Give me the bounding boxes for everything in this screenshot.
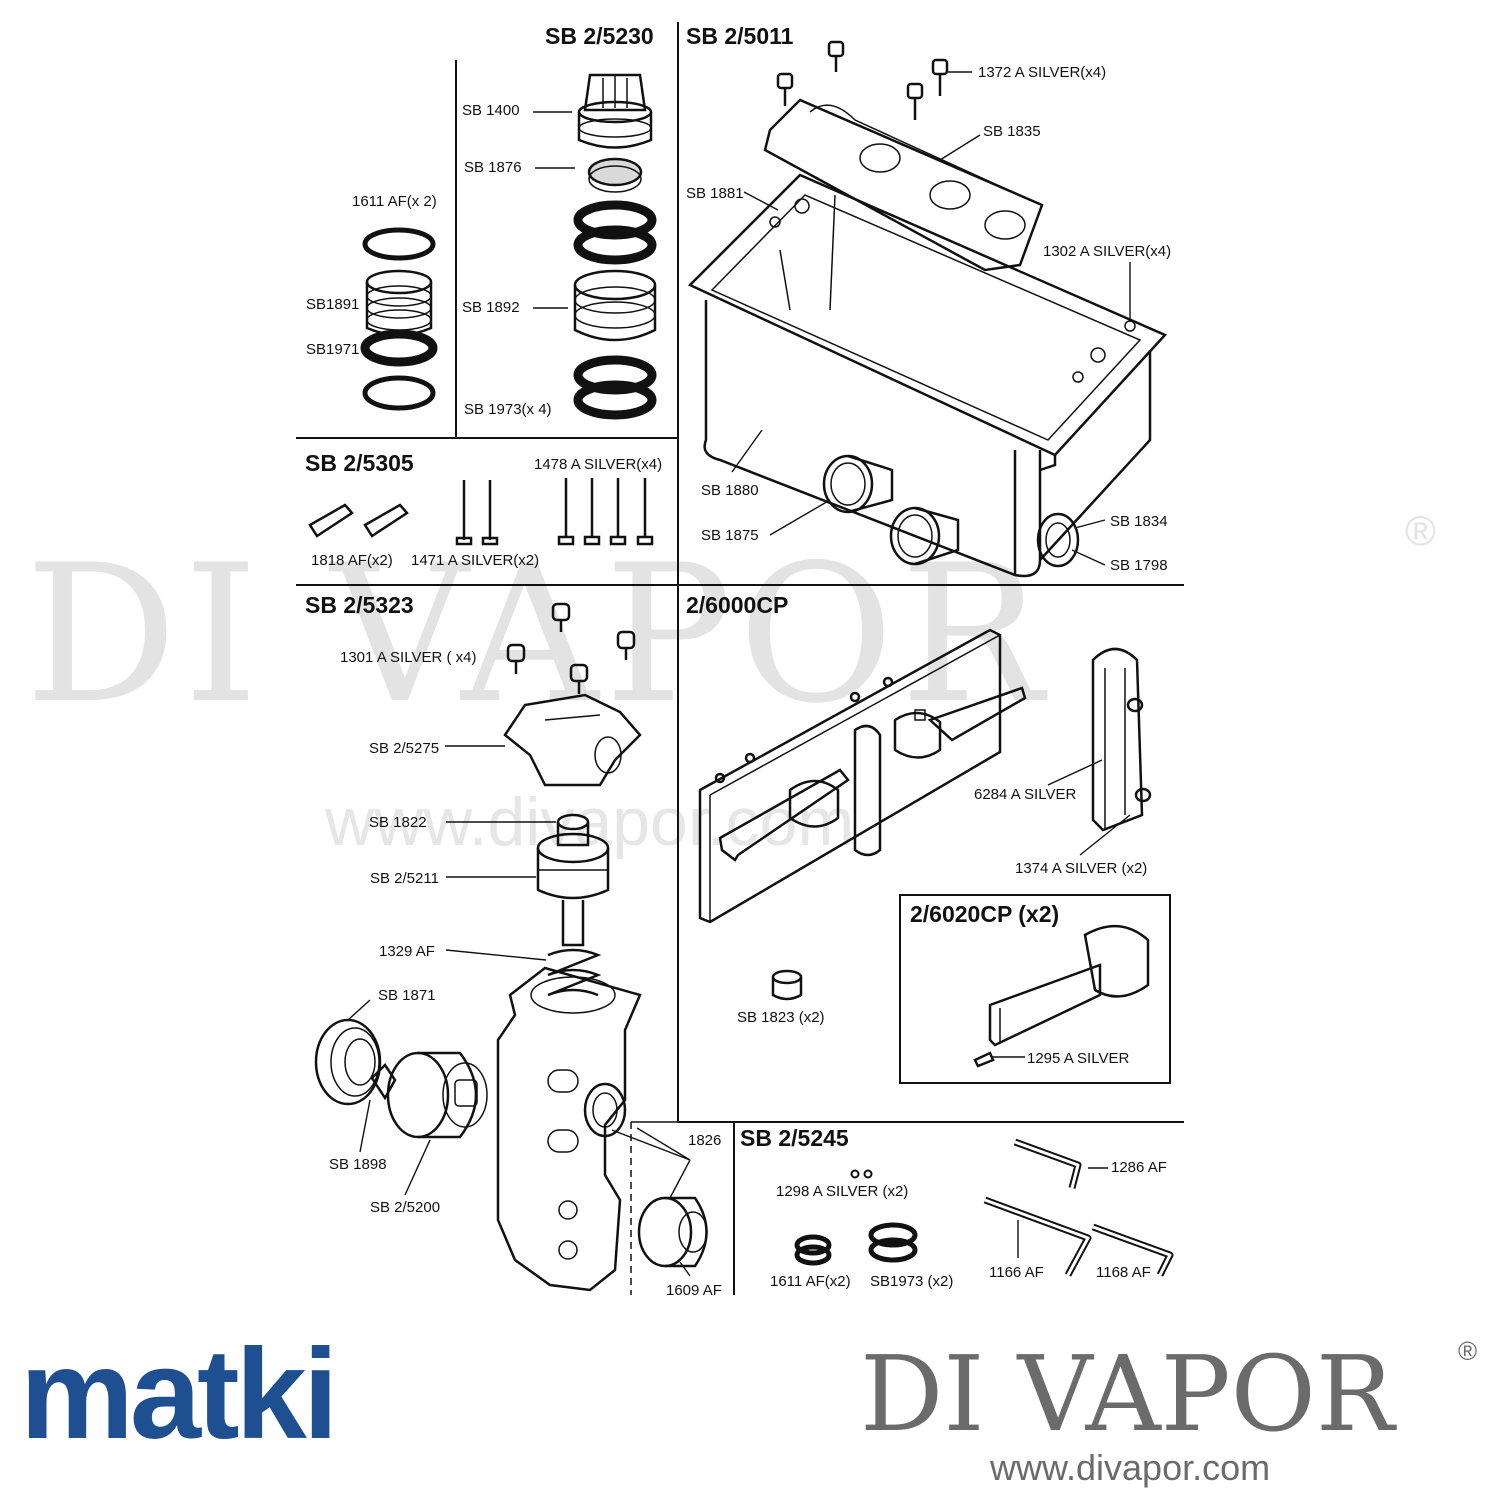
label-1478-a-silver: 1478 A SILVER(x4) [534,456,662,473]
label-1372-a-silver: 1372 A SILVER(x4) [978,64,1106,81]
seal-1611-drawing [794,1234,832,1266]
label-sb-1898: SB 1898 [329,1156,387,1173]
label-1166-af: 1166 AF [989,1264,1044,1281]
section-title-sb-2-5230: SB 2/5230 [545,23,654,49]
watermark-registered: ® [1405,507,1436,554]
section-title-sb-2-5011: SB 2/5011 [686,23,794,49]
handle-6284-drawing [1091,647,1152,832]
retailer-logo: DI VAPOR ® www.divapor.com [860,1333,1477,1488]
label-1471-a-silver: 1471 A SILVER(x2) [411,552,539,569]
part-sb-1876-drawing [587,157,643,193]
section-dividers [296,22,1184,1295]
part-sb-2-5211-drawing [536,832,610,947]
label-1298-a-silver: 1298 A SILVER (x2) [776,1183,908,1200]
part-sb-1823-drawing [771,969,803,1001]
label-sb-1834: SB 1834 [1110,513,1168,530]
watermark: DI VAPOR ® www.divapor.com [25,507,1436,860]
part-sb-1871-drawing [314,1018,382,1106]
screws-1478-drawing [557,478,654,546]
label-sb-2-5200: SB 2/5200 [370,1199,440,1216]
label-1168-af: 1168 AF [1096,1264,1151,1281]
label-1329-af: 1329 AF [379,943,435,960]
section-side-kit: 1611 AF(x 2) SB1891 SB1971 [306,193,438,411]
screws-1301-drawing [506,602,636,694]
divapor-registered: ® [1458,1336,1477,1366]
section-title-sb-2-5245: SB 2/5245 [740,1125,849,1151]
part-sb-1875-drawing [822,454,960,566]
matki-logo: matki [20,1323,334,1466]
label-1295-a-silver: 1295 A SILVER [1027,1050,1129,1067]
watermark-text: DI VAPOR [25,524,1049,745]
section-title-sb-2-5323: SB 2/5323 [305,592,414,618]
divapor-logo-text: DI VAPOR [860,1333,1397,1455]
label-sb-1822: SB 1822 [369,814,427,831]
label-sb-1881: SB 1881 [686,185,744,202]
part-sb-1834-drawing [1036,512,1080,568]
label-1818-af: 1818 AF(x2) [311,552,393,569]
label-1611-af: 1611 AF(x 2) [352,193,437,210]
divapor-url: www.divapor.com [989,1447,1270,1488]
section-title-2-6020cp: 2/6020CP (x2) [910,901,1059,927]
part-sb-1880-drawing [687,173,1168,578]
label-sb1971: SB1971 [306,341,359,358]
section-sb-2-5245: SB 2/5245 1286 AF 1298 A SILVER (x2) 116… [740,1125,1174,1290]
label-sb-2-5211: SB 2/5211 [370,870,439,887]
manufacturer-logo: matki [20,1323,338,1466]
spring-1329-drawing [547,948,602,997]
label-1609-af: 1609 AF [666,1282,722,1299]
label-sb-1973: SB 1973(x 4) [464,401,552,418]
label-sb-1880: SB 1880 [701,482,759,499]
label-1286-af: 1286 AF [1111,1159,1167,1176]
wall-plugs-1818-drawing [308,503,409,538]
part-sb-1898-drawing [370,1063,397,1101]
label-sb-1875: SB 1875 [701,527,759,544]
label-1301-a-silver: 1301 A SILVER ( x4) [340,649,476,666]
seal-sb1973-drawing [868,1222,918,1263]
label-1826: 1826 [688,1132,721,1149]
section-title-2-6000cp: 2/6000CP [686,592,788,618]
label-sb-1892: SB 1892 [462,299,520,316]
label-sb-1400: SB 1400 [462,102,520,119]
section-sb-2-5323: SB 2/5323 1301 A SILVER ( x4) SB 2/5275 … [305,592,722,1299]
section-2-6000cp: 2/6000CP 6284 A SILVER 1374 A SILVER [686,592,1152,1026]
screws-1372-drawing [776,40,949,120]
section-2-6020cp: 2/6020CP (x2) 1295 A SILVER [899,894,1171,1084]
label-1374-a-silver: 1374 A SILVER (x2) [1015,860,1147,877]
part-sb-2-5200-drawing [386,1051,488,1139]
part-sb-1892-drawing [573,269,657,342]
label-sb1891: SB1891 [306,296,359,313]
label-sb-1876: SB 1876 [464,159,522,176]
part-1609-drawing [637,1196,708,1268]
label-sb-1823: SB 1823 (x2) [737,1009,825,1026]
part-sb1891-drawing [365,269,433,337]
section-title-sb-2-5305: SB 2/5305 [305,450,414,476]
label-sb-1798: SB 1798 [1110,557,1168,574]
part-sb-1835-drawing [763,98,1044,272]
section-sb-2-5230: SB 2/5230 SB 1400 SB [462,23,657,420]
label-sb1973-x2: SB1973 (x2) [870,1273,953,1290]
lever-drawing [973,924,1150,1068]
section-sb-2-5011: SB 2/5011 1372 A SILVER(x4) SB 1835 [686,23,1171,578]
part-sb-1822-drawing [556,813,590,847]
part-sb-2-5275-drawing [503,693,642,787]
label-1611-af-x2: 1611 AF(x2) [770,1273,851,1290]
label-sb-1835: SB 1835 [983,123,1041,140]
valve-body-drawing [496,966,642,1292]
screws-1471-drawing [455,480,499,546]
label-sb-2-5275: SB 2/5275 [369,740,439,757]
label-1302-a-silver: 1302 A SILVER(x4) [1043,243,1171,260]
section-sb-2-5305: SB 2/5305 1478 A SILVER(x4) 1818 AF(x2) … [305,450,662,569]
part-sb-1400-drawing [577,73,653,149]
label-6284-a-silver: 6284 A SILVER [974,786,1076,803]
faceplate-drawing [698,628,1027,924]
label-sb-1871: SB 1871 [378,987,436,1004]
hex-keys-drawing [983,1138,1174,1277]
